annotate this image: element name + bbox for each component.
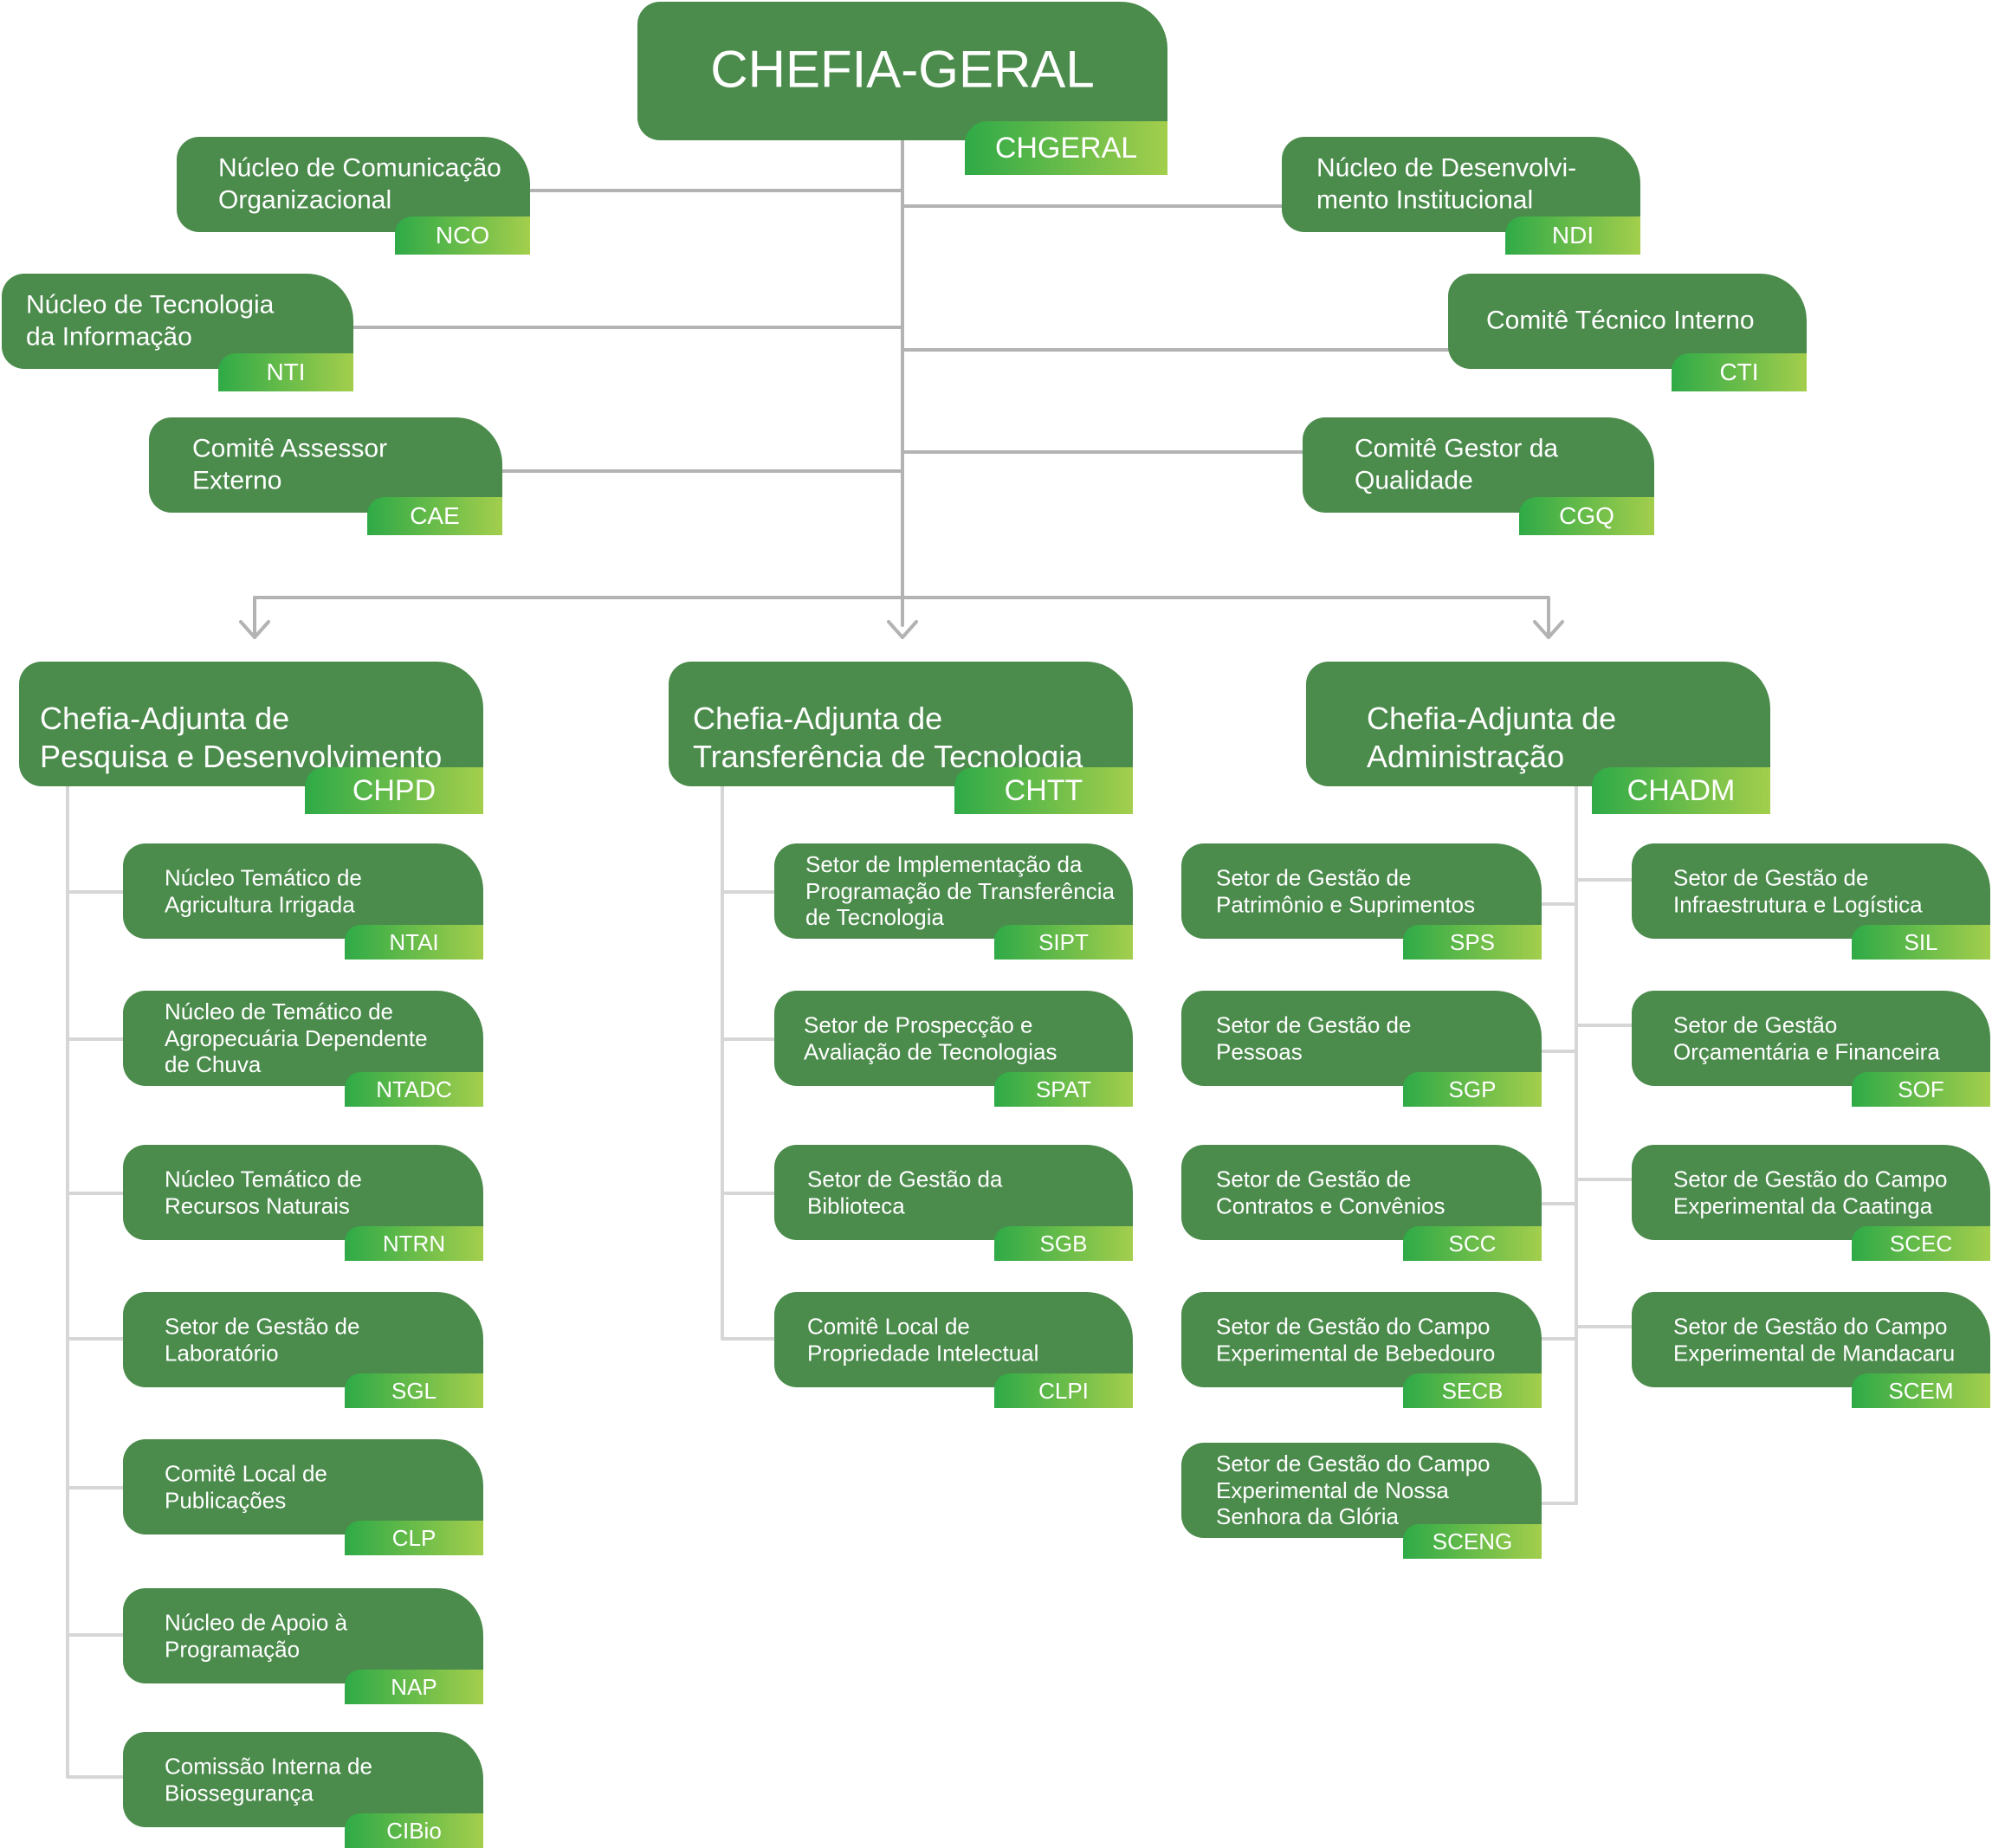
node-abbr-tag: SGL (345, 1373, 483, 1408)
node-spat: Setor de Prospecção e Avaliação de Tecno… (774, 991, 1133, 1107)
node-clpi: Comitê Local de Propriedade Intelectual … (774, 1292, 1133, 1408)
node-abbr-tag: CTI (1672, 353, 1807, 391)
node-abbr-tag: CHGERAL (965, 121, 1167, 175)
node-abbr-tag: CHPD (305, 767, 483, 814)
node-name: Núcleo de Tecnologia da Informação (26, 290, 275, 351)
node-sps: Setor de Gestão de Patrimônio e Suprimen… (1181, 843, 1542, 960)
node-name: Comitê Assessor Externo (192, 434, 388, 494)
node-ntai: Núcleo Temático de Agricultura Irrigada … (123, 843, 483, 960)
node-name: Núcleo de Desenvolvi- mento Instituciona… (1316, 153, 1577, 214)
node-abbr-tag: NAP (345, 1670, 483, 1704)
node-abbr-tag: CIBio (345, 1813, 483, 1848)
node-name: Setor de Gestão do Campo Experimental da… (1673, 1166, 1948, 1218)
node-abbr-tag: SGB (994, 1226, 1133, 1261)
arrow-head (239, 620, 270, 639)
node-name: Setor de Gestão de Laboratório (165, 1313, 360, 1366)
node-name: Chefia-Adjunta de Transferência de Tecno… (693, 701, 1083, 774)
node-abbr-tag: NTRN (345, 1226, 483, 1261)
node-sgl: Setor de Gestão de Laboratório SGL (123, 1292, 483, 1408)
node-chadm: Chefia-Adjunta de Administração CHADM (1306, 662, 1770, 814)
node-cibio: Comissão Interna de Biossegurança CIBio (123, 1732, 483, 1848)
node-abbr-tag: SCEC (1852, 1226, 1990, 1261)
node-name: Setor de Gestão Orçamentária e Financeir… (1673, 1011, 1940, 1064)
node-abbr-tag: CLP (345, 1521, 483, 1555)
node-name: Comissão Interna de Biossegurança (165, 1753, 372, 1806)
node-abbr-tag: NTAI (345, 925, 483, 960)
node-abbr-tag: NCO (395, 216, 530, 255)
node-scc: Setor de Gestão de Contratos e Convênios… (1181, 1145, 1542, 1261)
node-chgeral: CHEFIA-GERAL CHGERAL (637, 2, 1167, 175)
node-cae: Comitê Assessor Externo CAE (149, 417, 502, 535)
arrow-head (887, 620, 918, 639)
node-name: Núcleo de Temático de Agropecuária Depen… (165, 998, 428, 1078)
node-abbr-tag: CHTT (954, 767, 1133, 814)
node-cti: Comitê Técnico Interno CTI (1448, 274, 1807, 391)
node-abbr-tag: NTI (218, 353, 353, 391)
node-name: Setor de Gestão do Campo Experimental de… (1673, 1313, 1956, 1366)
node-ntadc: Núcleo de Temático de Agropecuária Depen… (123, 991, 483, 1107)
node-abbr-tag: CAE (367, 497, 502, 535)
node-sceng: Setor de Gestão do Campo Experimental de… (1181, 1443, 1542, 1559)
node-sgp: Setor de Gestão de Pessoas SGP (1181, 991, 1542, 1107)
node-clp: Comitê Local de Publicações CLP (123, 1439, 483, 1555)
node-name: Chefia-Adjunta de Administração (1367, 701, 1617, 774)
node-abbr-tag: CLPI (994, 1373, 1133, 1408)
node-abbr-tag: SCENG (1403, 1524, 1542, 1559)
node-abbr-tag: SPAT (994, 1072, 1133, 1107)
node-ndi: Núcleo de Desenvolvi- mento Instituciona… (1282, 137, 1640, 255)
node-abbr-tag: SGP (1403, 1072, 1542, 1107)
node-scec: Setor de Gestão do Campo Experimental da… (1632, 1145, 1990, 1261)
node-name: Setor de Implementação da Programação de… (805, 850, 1115, 931)
node-chtt: Chefia-Adjunta de Transferência de Tecno… (669, 662, 1133, 814)
node-sgb: Setor de Gestão da Biblioteca SGB (774, 1145, 1133, 1261)
node-name: Setor de Gestão de Patrimônio e Suprimen… (1216, 864, 1476, 917)
node-abbr-tag: SECB (1403, 1373, 1542, 1408)
node-chpd: Chefia-Adjunta de Pesquisa e Desenvolvim… (19, 662, 483, 814)
node-name: Setor de Gestão do Campo Experimental de… (1216, 1450, 1491, 1530)
node-abbr-tag: NTADC (345, 1072, 483, 1107)
node-sof: Setor de Gestão Orçamentária e Financeir… (1632, 991, 1990, 1107)
arrow-head (1533, 620, 1564, 639)
node-sil: Setor de Gestão de Infraestrutura e Logí… (1632, 843, 1990, 960)
node-name: Núcleo de Apoio à Programação (165, 1609, 348, 1662)
node-abbr-tag: SPS (1403, 925, 1542, 960)
node-ntrn: Núcleo Temático de Recursos Naturais NTR… (123, 1145, 483, 1261)
node-name: Chefia-Adjunta de Pesquisa e Desenvolvim… (40, 701, 443, 774)
node-scem: Setor de Gestão do Campo Experimental de… (1632, 1292, 1990, 1408)
node-name: Núcleo de Comunicação Organizacional (218, 153, 501, 214)
node-abbr-tag: CGQ (1519, 497, 1654, 535)
node-nti: Núcleo de Tecnologia da Informação NTI (2, 274, 353, 391)
node-name: Núcleo Temático de Recursos Naturais (165, 1166, 362, 1218)
node-name: Comitê Local de Propriedade Intelectual (807, 1313, 1039, 1366)
node-name: Comitê Técnico Interno (1486, 306, 1755, 335)
node-secb: Setor de Gestão do Campo Experimental de… (1181, 1292, 1542, 1408)
node-name: Comitê Local de Publicações (165, 1460, 327, 1513)
node-abbr-tag: CHADM (1592, 767, 1770, 814)
node-abbr-tag: SIL (1852, 925, 1990, 960)
node-name: Setor de Gestão da Biblioteca (807, 1166, 1003, 1218)
node-name: Núcleo Temático de Agricultura Irrigada (165, 864, 362, 917)
node-nap: Núcleo de Apoio à Programação NAP (123, 1588, 483, 1704)
node-name: CHEFIA-GERAL (710, 40, 1095, 99)
node-sipt: Setor de Implementação da Programação de… (774, 843, 1133, 960)
node-name: Setor de Gestão do Campo Experimental de… (1216, 1313, 1496, 1366)
node-name: Setor de Gestão de Contratos e Convênios (1216, 1166, 1445, 1218)
node-abbr-tag: SCC (1403, 1226, 1542, 1261)
node-name: Comitê Gestor da Qualidade (1355, 434, 1559, 494)
node-nco: Núcleo de Comunicação Organizacional NCO (177, 137, 530, 255)
node-abbr-tag: NDI (1505, 216, 1640, 255)
node-cgq: Comitê Gestor da Qualidade CGQ (1303, 417, 1654, 535)
node-abbr-tag: SIPT (994, 925, 1133, 960)
node-name: Setor de Prospecção e Avaliação de Tecno… (804, 1011, 1057, 1064)
node-name: Setor de Gestão de Pessoas (1216, 1011, 1412, 1064)
node-name: Setor de Gestão de Infraestrutura e Logí… (1673, 864, 1923, 917)
node-abbr-tag: SCEM (1852, 1373, 1990, 1408)
node-abbr-tag: SOF (1852, 1072, 1990, 1107)
